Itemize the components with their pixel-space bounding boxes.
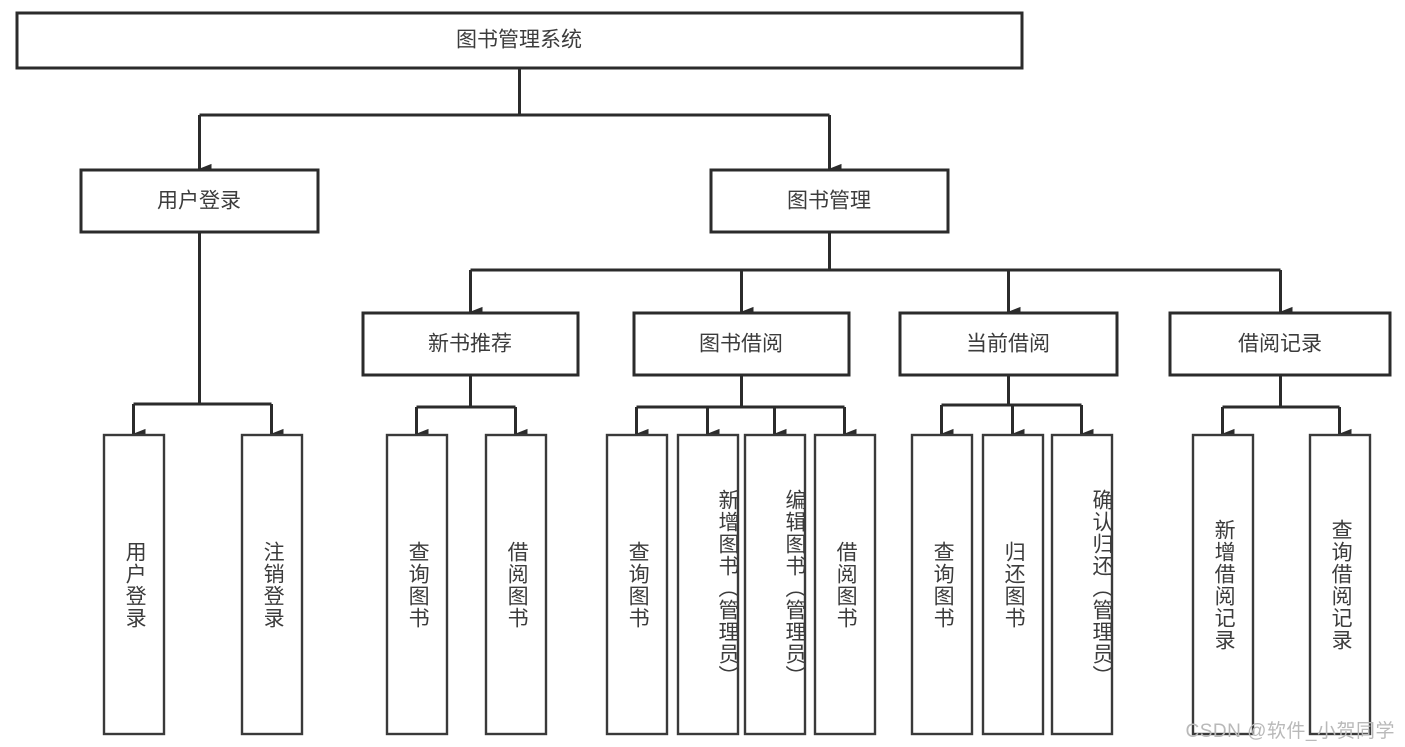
node-leaf-borrow-book-borrow-box[interactable] xyxy=(813,433,877,736)
node-user-login-label: 用户登录 xyxy=(157,190,241,213)
node-leaf-return-book-box[interactable] xyxy=(981,433,1045,736)
node-leaf-logout-box[interactable] xyxy=(240,433,304,736)
node-book-manage-box[interactable] xyxy=(709,168,950,234)
node-user-login[interactable]: 用户登录 xyxy=(79,168,320,234)
node-leaf-add-borrow-record-box[interactable] xyxy=(1191,433,1255,736)
nodes: 图书管理系统 用户登录 图书管理 新书推荐 图书借阅 xyxy=(15,11,1392,736)
node-book-borrow-label: 图书借阅 xyxy=(699,333,783,356)
node-root-box[interactable] xyxy=(15,11,1024,70)
node-current-borrow-box[interactable] xyxy=(898,311,1119,377)
node-book-borrow-box[interactable] xyxy=(632,311,851,377)
node-leaf-query-borrow-record-box[interactable] xyxy=(1308,433,1372,736)
node-leaf-edit-book-admin-box[interactable] xyxy=(743,433,807,736)
node-leaf-user-login-box[interactable] xyxy=(102,433,166,736)
node-borrow-record[interactable]: 借阅记录 xyxy=(1168,311,1392,377)
node-new-book-recommend-box[interactable] xyxy=(361,311,580,377)
csdn-watermark: CSDN @软件_小贺同学 xyxy=(1185,721,1395,742)
node-leaf-add-book-admin-box[interactable] xyxy=(676,433,740,736)
node-leaf-confirm-return-admin-box[interactable] xyxy=(1050,433,1114,736)
node-leaf-borrow-book-rec-box[interactable] xyxy=(484,433,548,736)
node-book-manage-label: 图书管理 xyxy=(787,190,871,213)
node-current-borrow[interactable]: 当前借阅 xyxy=(898,311,1119,377)
node-leaf-query-book-borrow-box[interactable] xyxy=(605,433,669,736)
node-borrow-record-label: 借阅记录 xyxy=(1238,333,1322,356)
node-book-borrow[interactable]: 图书借阅 xyxy=(632,311,851,377)
node-new-book-recommend-label: 新书推荐 xyxy=(428,333,512,356)
node-leaf-query-book-rec-box[interactable] xyxy=(385,433,449,736)
connectors xyxy=(132,68,1352,440)
node-leaf-query-book-current-box[interactable] xyxy=(910,433,974,736)
node-user-login-box[interactable] xyxy=(79,168,320,234)
node-root-label: 图书管理系统 xyxy=(456,29,582,52)
node-borrow-record-box[interactable] xyxy=(1168,311,1392,377)
node-root[interactable]: 图书管理系统 xyxy=(15,11,1024,70)
node-book-manage[interactable]: 图书管理 xyxy=(709,168,950,234)
node-new-book-recommend[interactable]: 新书推荐 xyxy=(361,311,580,377)
node-current-borrow-label: 当前借阅 xyxy=(966,333,1050,356)
